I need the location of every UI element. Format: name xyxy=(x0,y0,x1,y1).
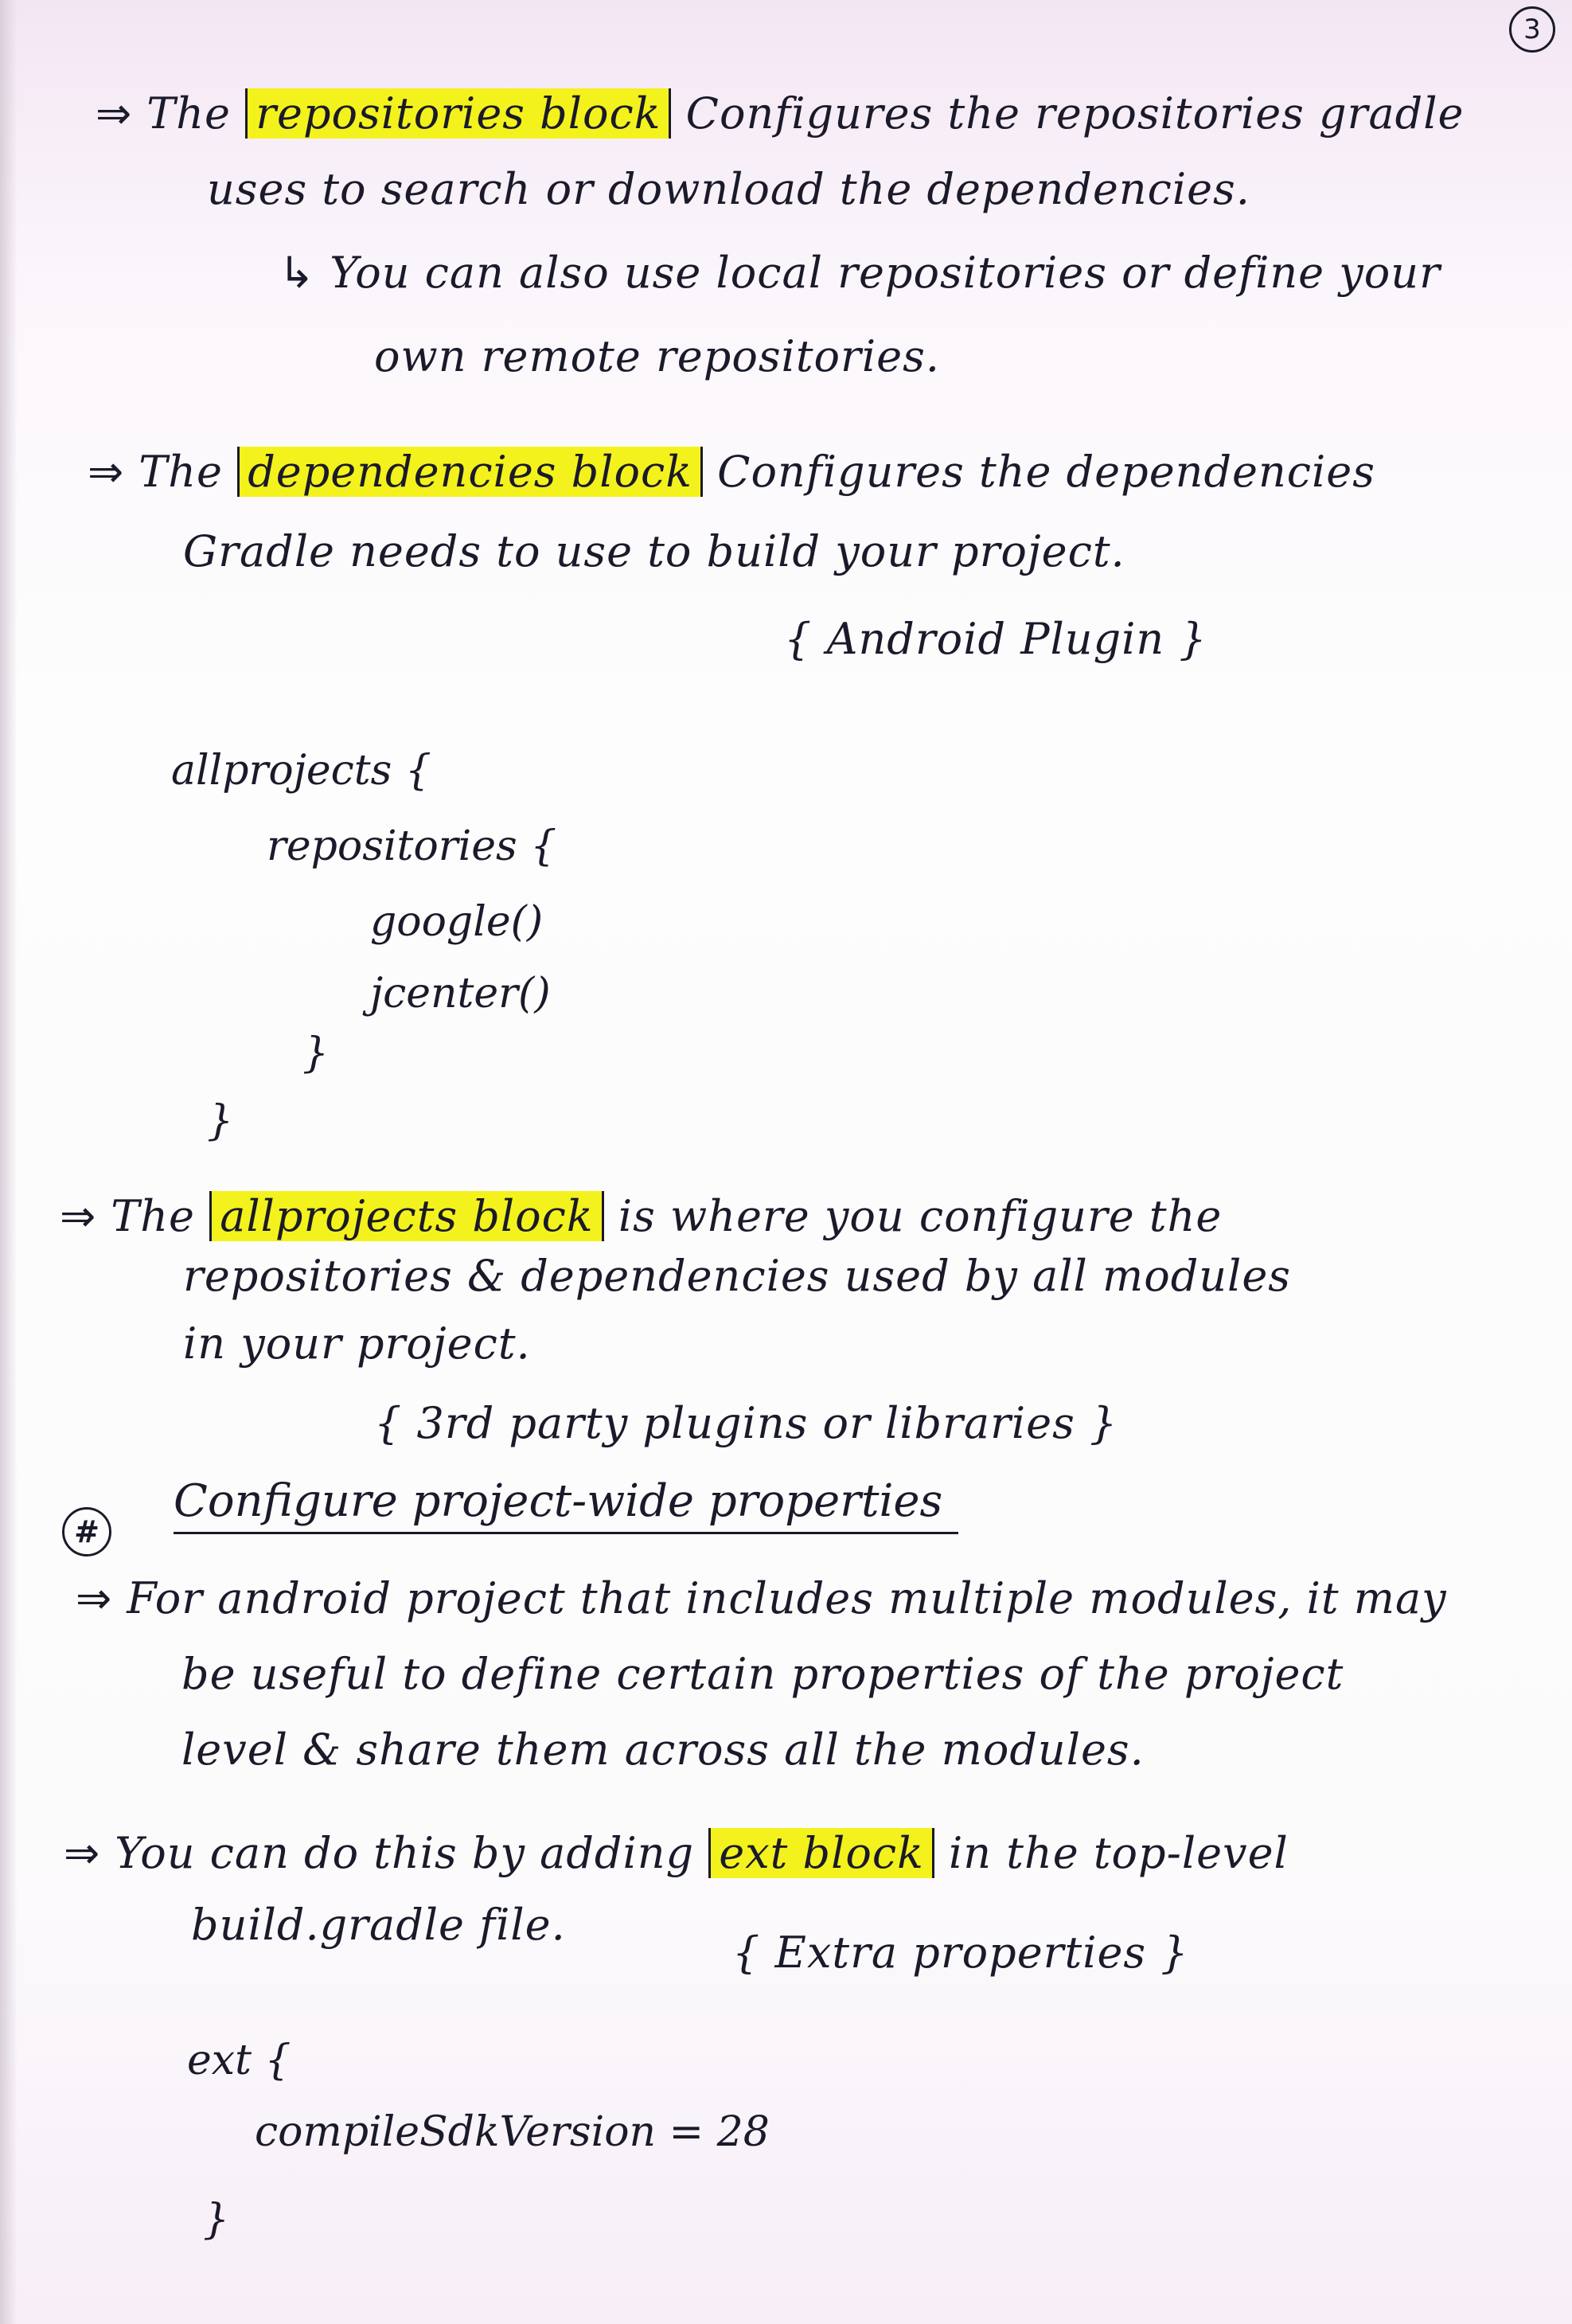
allprojects-line-2: repositories & dependencies used by all … xyxy=(183,1251,1291,1301)
double-arrow-icon: ⇒ xyxy=(96,88,133,139)
page-edge-shadow xyxy=(0,0,18,2324)
ext-note: { Extra properties } xyxy=(732,1928,1189,1978)
ext-line-1: ⇒ You can do this by adding ext block in … xyxy=(64,1827,1289,1880)
allprojects-note: { 3rd party plugins or libraries } xyxy=(374,1398,1118,1448)
ext-text-before: You can do this by adding xyxy=(115,1828,695,1878)
multi-module-line-2: be useful to define certain properties o… xyxy=(181,1649,1344,1699)
dependencies-line-1: ⇒ The dependencies block Configures the d… xyxy=(88,446,1375,498)
repositories-text-before: The xyxy=(146,88,232,139)
repositories-sub-line-1: ↳ You can also use local repositories or … xyxy=(279,247,1441,299)
page-number-circle: 3 xyxy=(1509,6,1555,53)
return-arrow-icon: ↳ xyxy=(279,248,316,298)
double-arrow-icon: ⇒ xyxy=(60,1191,97,1241)
ext-highlight: ext block xyxy=(708,1828,934,1878)
repositories-highlight: repositories block xyxy=(245,88,672,139)
repositories-text-after: Configures the repositories gradle xyxy=(685,88,1465,139)
allprojects-text-before: The xyxy=(111,1191,196,1241)
dependencies-text-before: The xyxy=(138,447,224,497)
dependencies-line-2: Gradle needs to use to build your projec… xyxy=(183,526,1125,576)
double-arrow-icon: ⇒ xyxy=(88,447,125,497)
code1-line-4: jcenter() xyxy=(370,970,551,1017)
allprojects-line-3: in your project. xyxy=(183,1318,531,1369)
code1-line-3: google() xyxy=(370,898,544,946)
double-arrow-icon: ⇒ xyxy=(64,1828,101,1878)
dependencies-note: { Android Plugin } xyxy=(784,614,1207,664)
code2-line-2: compileSdkVersion = 28 xyxy=(255,2108,770,2156)
ext-text-after: in the top-level xyxy=(949,1828,1289,1878)
repositories-sub-text: You can also use local repositories or d… xyxy=(330,248,1441,298)
allprojects-highlight: allprojects block xyxy=(209,1191,604,1241)
code1-line-6: } xyxy=(207,1097,234,1145)
code1-line-1: allprojects { xyxy=(171,747,431,795)
code2-line-3: } xyxy=(203,2196,230,2244)
double-arrow-icon: ⇒ xyxy=(76,1573,113,1623)
dependencies-text-after: Configures the dependencies xyxy=(717,447,1375,497)
ext-line-2: build.gradle file. xyxy=(191,1900,566,1950)
section-heading: Configure project-wide properties xyxy=(174,1471,959,1534)
multi-module-line-1: ⇒ For android project that includes multi… xyxy=(76,1572,1447,1625)
repositories-sub-line-2: own remote repositories. xyxy=(374,331,940,381)
repositories-line-1: ⇒ The repositories block Configures the r… xyxy=(96,88,1464,140)
allprojects-text-after: is where you configure the xyxy=(618,1191,1223,1241)
code1-line-5: } xyxy=(302,1029,330,1077)
repositories-line-2: uses to search or download the dependenc… xyxy=(207,164,1250,214)
multi-module-text: For android project that includes multip… xyxy=(127,1573,1447,1623)
heading-hash-icon: # xyxy=(62,1507,111,1556)
allprojects-line-1: ⇒ The allprojects block is where you conf… xyxy=(60,1190,1222,1243)
code2-line-1: ext { xyxy=(187,2037,291,2084)
code1-line-2: repositories { xyxy=(267,822,557,870)
multi-module-line-3: level & share them across all the module… xyxy=(181,1724,1145,1775)
dependencies-highlight: dependencies block xyxy=(237,447,703,497)
